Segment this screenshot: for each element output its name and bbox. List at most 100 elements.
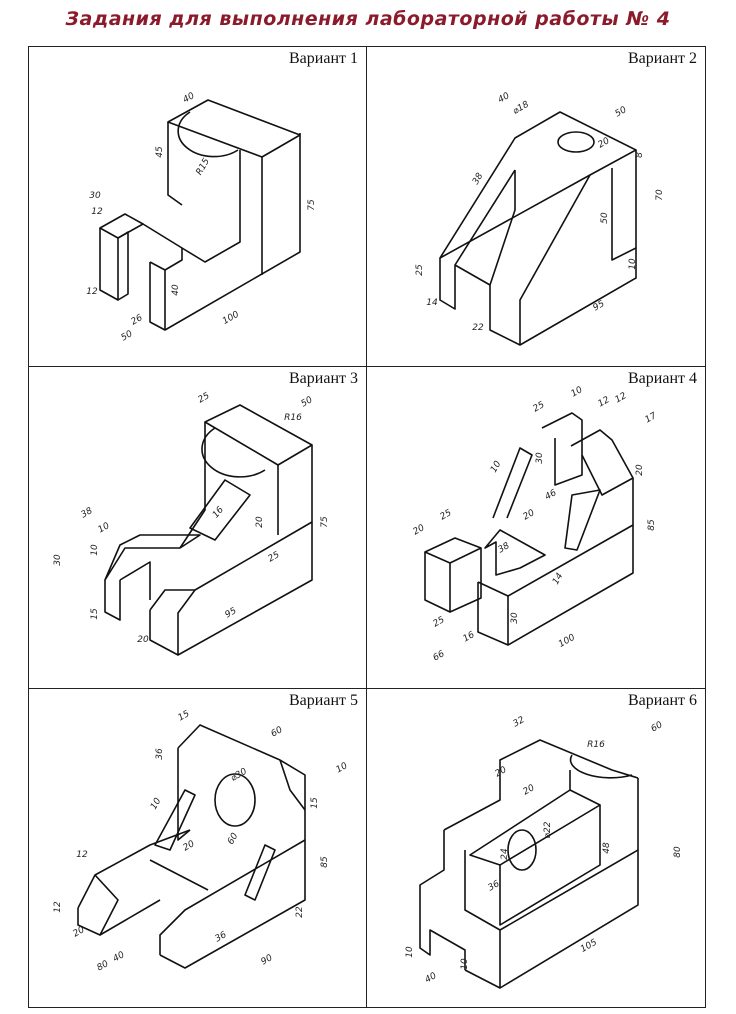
dimension-label: 15 xyxy=(310,797,320,809)
dimension-label: 20 xyxy=(494,765,509,780)
dimension-label: 25 xyxy=(197,391,212,406)
outline-edge xyxy=(201,427,266,478)
outline-edge xyxy=(149,589,195,611)
outline-edge xyxy=(149,133,301,331)
dimension-label: 105 xyxy=(579,938,599,955)
dimension-label: 15 xyxy=(177,709,192,724)
variant-label: Вариант 2 xyxy=(628,50,697,67)
dimension-label: R16 xyxy=(587,740,605,750)
outline-edge xyxy=(439,169,516,310)
dimension-label: 95 xyxy=(224,606,239,621)
dimension-label: 20 xyxy=(522,783,537,798)
dimension-label: 85 xyxy=(647,519,657,531)
outline-edge xyxy=(99,228,119,301)
dimension-label: 45 xyxy=(155,146,165,158)
outline-edge xyxy=(439,111,637,259)
dimension-label: 90 xyxy=(260,953,275,968)
dimension-label: 16 xyxy=(462,630,477,645)
dimension-label: R16 xyxy=(284,413,302,423)
variant-label: Вариант 1 xyxy=(289,50,358,67)
dimension-label: 60 xyxy=(650,720,665,735)
outline-edge xyxy=(564,489,601,551)
dimension-label: 50 xyxy=(300,395,315,410)
dimension-label: 12 xyxy=(597,395,612,410)
variant-panel-4: Вариант 4 xyxy=(367,367,705,689)
dimension-label: 25 xyxy=(439,508,454,523)
dimension-label: 25 xyxy=(432,615,447,630)
dimension-label: 40 xyxy=(424,971,439,986)
dimension-label: 10 xyxy=(149,796,164,811)
outline-edge xyxy=(204,404,313,466)
dimension-label: 22 xyxy=(295,906,305,918)
dimension-label: 10 xyxy=(335,761,350,776)
outline-edge xyxy=(117,231,129,301)
outline-edge xyxy=(159,839,306,955)
dimension-label: 24 xyxy=(500,848,510,860)
dimension-label: 12 xyxy=(76,850,88,860)
dimension-label: 25 xyxy=(415,264,425,276)
dimension-label: 10 xyxy=(489,459,504,474)
dimension-label: 38 xyxy=(497,541,512,556)
outline-edge xyxy=(149,859,209,891)
variants-grid: Вариант 1 Вариант 2 Вариант 3 Вариант 4 … xyxy=(28,46,706,1008)
outline-edge xyxy=(119,561,151,600)
dimension-label: 12 xyxy=(53,901,63,913)
outline-edge xyxy=(570,429,634,496)
dimension-label: 48 xyxy=(602,842,612,854)
outline-edge xyxy=(611,168,637,261)
dimension-label: 40 xyxy=(112,950,127,965)
dimension-label: 20 xyxy=(635,464,645,476)
dimension-label: 10 xyxy=(405,946,415,958)
outline-edge xyxy=(464,778,639,989)
dimension-label: 75 xyxy=(307,199,317,211)
dimension-label: 20 xyxy=(182,839,197,854)
outline-edge xyxy=(167,99,301,158)
outline-edge xyxy=(492,447,533,519)
dimension-label: 12 xyxy=(86,287,98,297)
outline-edge xyxy=(484,529,546,576)
dimension-label: 36 xyxy=(214,930,229,945)
dimension-label: 20 xyxy=(137,635,149,645)
outline-edge xyxy=(244,844,276,901)
variant-label: Вариант 5 xyxy=(289,692,358,709)
variant-label: Вариант 4 xyxy=(628,370,697,387)
dimension-label: 30 xyxy=(510,612,520,624)
outline-edge xyxy=(177,748,191,841)
outline-edge xyxy=(557,131,595,153)
dimension-label: 26 xyxy=(130,313,145,328)
dimension-label: 17 xyxy=(644,411,659,426)
dimension-label: 20 xyxy=(412,523,427,538)
outline-edge xyxy=(77,829,191,909)
dimension-label: 66 xyxy=(432,649,447,664)
dimension-label: 50 xyxy=(120,329,135,344)
outline-edge xyxy=(443,739,639,831)
outline-edge xyxy=(541,412,583,486)
dimension-label: 36 xyxy=(155,748,165,760)
dimension-label: 12 xyxy=(614,391,629,406)
outline-edge xyxy=(424,552,451,613)
dimension-label: ⌀30 xyxy=(229,767,249,784)
outline-edge xyxy=(99,899,161,936)
outline-edge xyxy=(499,805,601,926)
outline-edge xyxy=(449,548,482,613)
outline-edge xyxy=(569,754,633,779)
outline-edge xyxy=(177,111,239,158)
dimension-label: 22 xyxy=(472,323,484,333)
dimension-label: 80 xyxy=(673,846,683,858)
outline-edge xyxy=(214,773,256,827)
dimension-label: 32 xyxy=(512,715,527,730)
dimension-label: 46 xyxy=(544,488,559,503)
dimension-label: 25 xyxy=(532,400,547,415)
dimension-label: 75 xyxy=(320,516,330,528)
outline-edge xyxy=(489,150,637,346)
dimension-label: 12 xyxy=(91,207,103,217)
variant-panel-3: Вариант 3 xyxy=(29,367,367,689)
outline-edge xyxy=(177,521,313,655)
variant-panel-2: Вариант 2 xyxy=(367,47,705,367)
variant-panel-6: Вариант 6 xyxy=(367,689,705,1007)
dimension-label: 40 xyxy=(497,91,512,106)
outline-edge xyxy=(454,264,491,286)
